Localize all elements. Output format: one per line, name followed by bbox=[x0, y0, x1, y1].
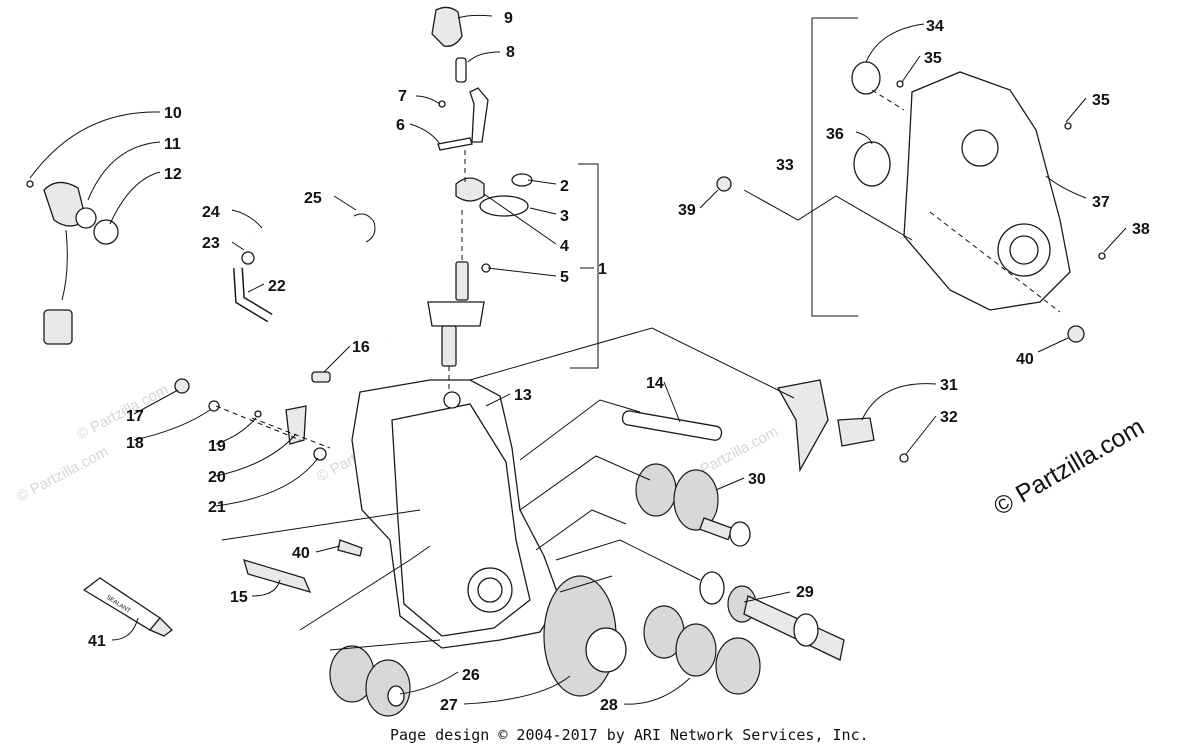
callout-3: 3 bbox=[560, 208, 569, 225]
case-cover bbox=[716, 61, 1106, 343]
shift-sensor bbox=[26, 180, 119, 345]
shift-boot bbox=[455, 173, 533, 217]
callout-4: 4 bbox=[560, 238, 569, 255]
footer-copyright: Page design © 2004-2017 by ARI Network S… bbox=[390, 726, 869, 744]
brand-watermark: © Partzilla.com bbox=[989, 413, 1149, 521]
callout-41: 40 bbox=[292, 545, 310, 562]
callout-35-right: 35 bbox=[1092, 92, 1110, 109]
watermark-1: © Partzilla.com bbox=[14, 443, 111, 505]
callout-23: 23 bbox=[202, 235, 220, 252]
callout-7: 7 bbox=[398, 88, 407, 105]
callout-25: 25 bbox=[304, 190, 322, 207]
callout-31: 31 bbox=[940, 377, 958, 394]
callout-9: 9 bbox=[504, 10, 513, 27]
callout-22: 22 bbox=[268, 278, 286, 295]
callout-33: 33 bbox=[776, 157, 794, 174]
callout-40: 40 bbox=[1016, 351, 1034, 368]
callout-20: 20 bbox=[208, 469, 226, 486]
callout-6: 6 bbox=[396, 117, 405, 134]
callout-18: 18 bbox=[126, 435, 144, 452]
callout-30: 30 bbox=[748, 471, 766, 488]
callout-29: 29 bbox=[796, 584, 814, 601]
callout-13: 13 bbox=[514, 387, 532, 404]
callout-14: 14 bbox=[646, 375, 664, 392]
callout-42: 41 bbox=[88, 633, 106, 650]
callout-28: 28 bbox=[600, 697, 618, 714]
callout-1: 1 bbox=[598, 261, 607, 278]
shift-forks bbox=[776, 379, 909, 473]
callout-34: 34 bbox=[926, 18, 944, 35]
leader-lines bbox=[29, 14, 1127, 705]
transmission-case bbox=[351, 379, 561, 649]
callout-8: 8 bbox=[506, 44, 515, 61]
callout-16: 16 bbox=[352, 339, 370, 356]
callout-numbers: 9 8 7 6 10 11 12 2 3 4 5 1 24 23 22 25 1… bbox=[88, 10, 1150, 714]
callout-17: 17 bbox=[126, 408, 144, 425]
breather-hose bbox=[233, 213, 395, 344]
callout-26: 26 bbox=[462, 667, 480, 684]
callout-11: 11 bbox=[164, 136, 181, 153]
sealant-tube: SEALANT bbox=[82, 577, 173, 637]
callout-21: 21 bbox=[208, 499, 226, 516]
callout-15: 15 bbox=[230, 589, 248, 606]
assembly-lines bbox=[215, 17, 1061, 651]
shift-shaft bbox=[427, 261, 491, 367]
callout-19: 19 bbox=[208, 438, 226, 455]
callout-12: 12 bbox=[164, 166, 182, 183]
callout-35-top: 35 bbox=[924, 50, 942, 67]
callout-24: 24 bbox=[202, 204, 220, 221]
callout-27: 27 bbox=[440, 697, 458, 714]
shift-knob bbox=[431, 6, 489, 151]
callout-10: 10 bbox=[164, 105, 182, 122]
callout-37: 37 bbox=[1092, 194, 1110, 211]
callout-2: 2 bbox=[560, 178, 569, 195]
small-fasteners bbox=[174, 371, 723, 594]
callout-38: 38 bbox=[1132, 221, 1150, 238]
callout-36: 36 bbox=[826, 126, 844, 143]
callout-32: 32 bbox=[940, 409, 958, 426]
callout-5: 5 bbox=[560, 269, 569, 286]
callout-39: 39 bbox=[678, 202, 696, 219]
gear-assembly bbox=[329, 463, 845, 717]
